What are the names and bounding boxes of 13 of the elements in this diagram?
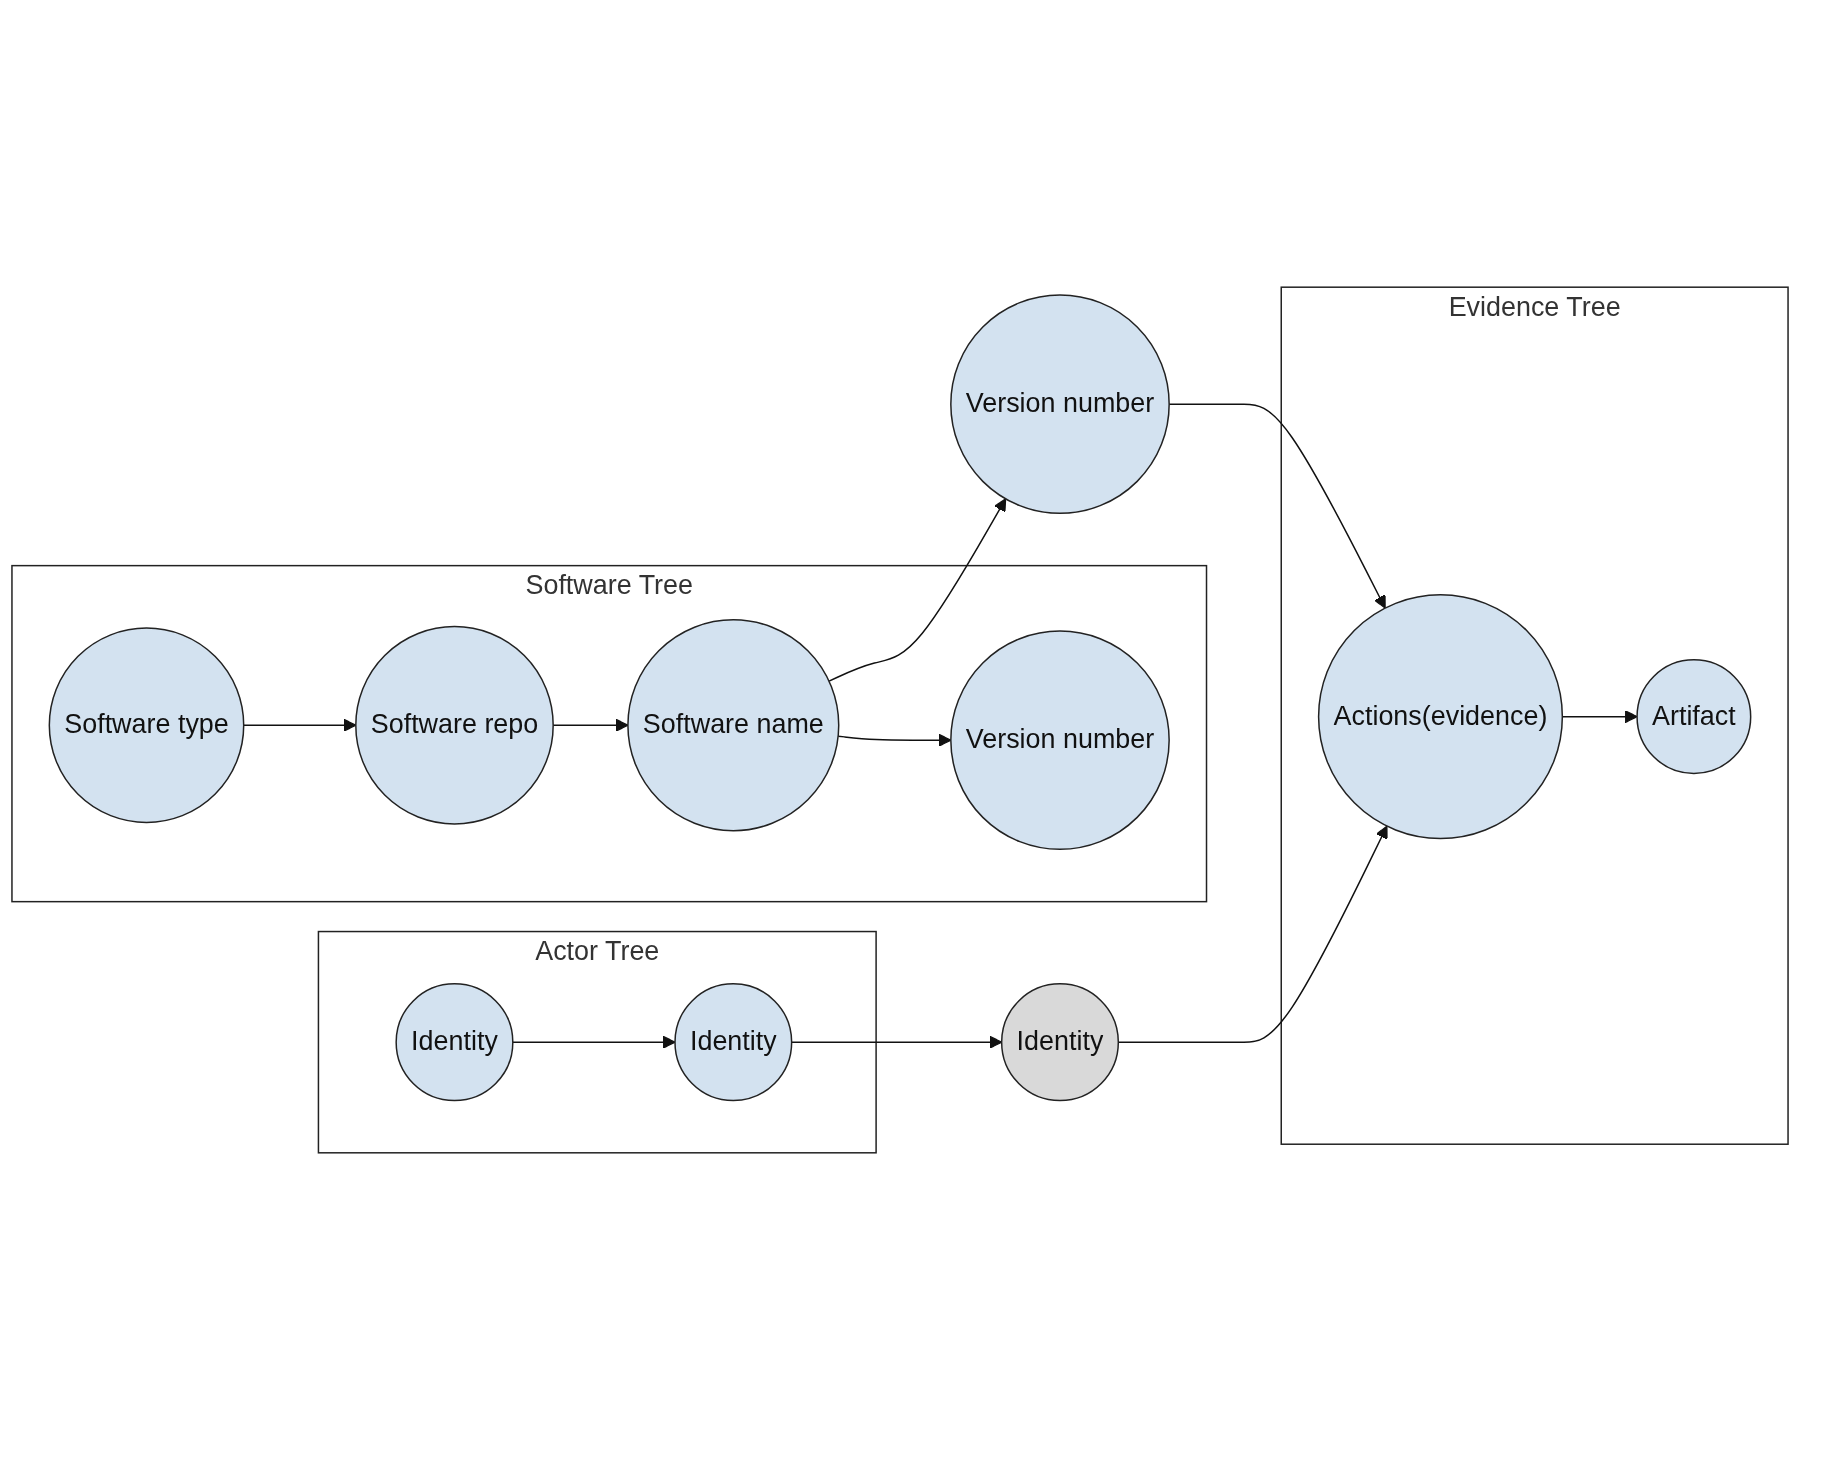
arrow: [828, 498, 1007, 682]
node-circle: Artifact: [1636, 659, 1752, 775]
arrow: [837, 733, 952, 747]
node-circle: Identity: [1000, 983, 1120, 1102]
node-circle: Actions(evidence): [1317, 594, 1564, 840]
node-circle: Version number: [950, 294, 1170, 515]
node-circle: Software type: [48, 627, 245, 824]
node-circle: Software name: [627, 619, 840, 832]
node-circle: Identity: [395, 983, 514, 1102]
node-circle: Version number: [950, 630, 1170, 851]
node-circle: Software repo: [355, 625, 554, 825]
node-circle: Identity: [674, 983, 793, 1102]
arrow: [512, 1035, 676, 1049]
